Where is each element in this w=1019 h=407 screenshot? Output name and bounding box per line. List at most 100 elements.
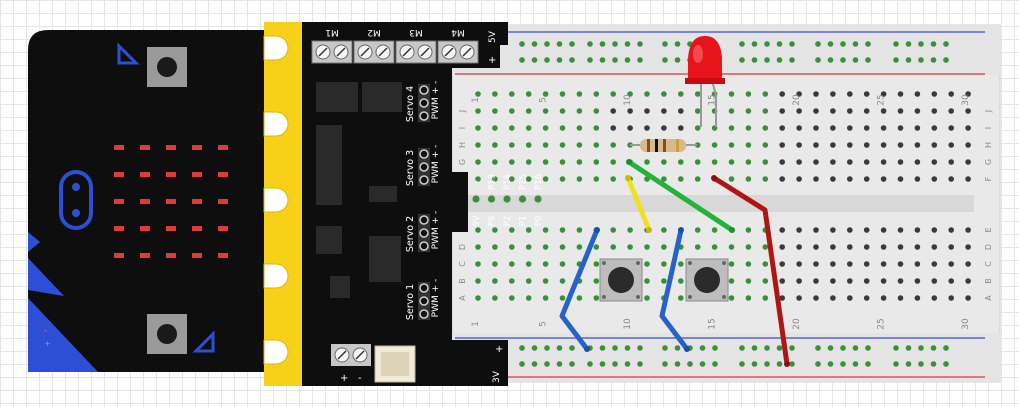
breadboard-hole[interactable]	[627, 108, 633, 114]
power-rail-hole[interactable]	[943, 361, 949, 367]
power-rail-hole[interactable]	[637, 345, 643, 351]
power-rail-hole[interactable]	[637, 57, 643, 63]
breadboard-hole[interactable]	[509, 176, 515, 182]
power-rail-hole[interactable]	[893, 41, 899, 47]
breadboard-hole[interactable]	[965, 108, 971, 114]
breadboard-hole[interactable]	[880, 159, 887, 165]
breadboard-hole[interactable]	[678, 261, 684, 267]
breadboard-hole[interactable]	[728, 159, 735, 165]
power-rail-hole[interactable]	[776, 57, 783, 63]
push-button-1[interactable]	[599, 258, 643, 302]
breadboard-hole[interactable]	[779, 261, 785, 267]
io-pin[interactable]	[518, 194, 527, 204]
red-led[interactable]	[685, 36, 725, 127]
breadboard-hole[interactable]	[492, 244, 498, 250]
breadboard-hole[interactable]	[931, 159, 938, 165]
power-rail-hole[interactable]	[519, 41, 525, 47]
power-rail-hole[interactable]	[569, 345, 575, 351]
power-rail-hole[interactable]	[531, 361, 538, 367]
breadboard-hole[interactable]	[830, 91, 836, 97]
power-rail-hole[interactable]	[699, 345, 706, 351]
breadboard-hole[interactable]	[897, 227, 904, 233]
power-rail-hole[interactable]	[764, 41, 770, 47]
power-rail-hole[interactable]	[905, 57, 912, 63]
power-rail-hole[interactable]	[827, 57, 834, 63]
breadboard-hole[interactable]	[948, 295, 954, 301]
breadboard-hole[interactable]	[661, 244, 667, 250]
breadboard-hole[interactable]	[863, 244, 870, 250]
breadboard-hole[interactable]	[492, 278, 498, 284]
breadboard-hole[interactable]	[830, 244, 836, 250]
breadboard-hole[interactable]	[948, 108, 954, 114]
breadboard-hole[interactable]	[576, 125, 583, 131]
breadboard-hole[interactable]	[559, 125, 566, 131]
breadboard-hole[interactable]	[509, 125, 515, 131]
power-rail-hole[interactable]	[751, 57, 758, 63]
breadboard-hole[interactable]	[542, 244, 549, 250]
breadboard-hole[interactable]	[593, 176, 600, 182]
breadboard-hole[interactable]	[863, 176, 870, 182]
breadboard-hole[interactable]	[542, 91, 549, 97]
breadboard-hole[interactable]	[542, 108, 549, 114]
breadboard-hole[interactable]	[796, 108, 802, 114]
power-rail-hole[interactable]	[751, 361, 758, 367]
breadboard-hole[interactable]	[897, 91, 904, 97]
breadboard-hole[interactable]	[965, 278, 971, 284]
breadboard-hole[interactable]	[525, 278, 532, 284]
breadboard-hole[interactable]	[559, 176, 566, 182]
breadboard-hole[interactable]	[593, 159, 600, 165]
breadboard-hole[interactable]	[644, 295, 650, 301]
power-rail-hole[interactable]	[599, 345, 606, 351]
power-rail-hole[interactable]	[687, 361, 693, 367]
power-rail-hole[interactable]	[905, 345, 912, 351]
power-rail-hole[interactable]	[840, 361, 846, 367]
power-rail-hole[interactable]	[556, 57, 563, 63]
breadboard-hole[interactable]	[610, 142, 616, 148]
breadboard-hole[interactable]	[475, 108, 481, 114]
breadboard-hole[interactable]	[593, 125, 600, 131]
power-rail-hole[interactable]	[612, 57, 618, 63]
breadboard-hole[interactable]	[661, 176, 667, 182]
breadboard-hole[interactable]	[610, 108, 616, 114]
power-rail-hole[interactable]	[624, 361, 631, 367]
resistor[interactable]	[630, 139, 697, 152]
breadboard-hole[interactable]	[525, 176, 532, 182]
breadboard-hole[interactable]	[678, 295, 684, 301]
breadboard-hole[interactable]	[897, 142, 904, 148]
breadboard-hole[interactable]	[796, 244, 802, 250]
breadboard-hole[interactable]	[796, 125, 802, 131]
breadboard-hole[interactable]	[509, 91, 515, 97]
power-rail-hole[interactable]	[776, 345, 783, 351]
breadboard-hole[interactable]	[627, 244, 633, 250]
breadboard-hole[interactable]	[880, 244, 887, 250]
breadboard-hole[interactable]	[576, 244, 583, 250]
breadboard-hole[interactable]	[847, 261, 853, 267]
breadboard-hole[interactable]	[745, 108, 752, 114]
breadboard-hole[interactable]	[863, 261, 870, 267]
power-rail-hole[interactable]	[674, 345, 681, 351]
breadboard-hole[interactable]	[559, 278, 566, 284]
breadboard-hole[interactable]	[542, 125, 549, 131]
power-rail-hole[interactable]	[612, 345, 618, 351]
io-pin[interactable]	[471, 194, 481, 204]
wire-blue-2[interactable]	[659, 227, 690, 352]
breadboard-hole[interactable]	[593, 91, 600, 97]
power-rail-hole[interactable]	[918, 41, 924, 47]
power-rail-hole[interactable]	[612, 361, 618, 367]
breadboard-hole[interactable]	[542, 159, 549, 165]
breadboard-hole[interactable]	[559, 142, 566, 148]
breadboard-hole[interactable]	[694, 227, 701, 233]
breadboard-hole[interactable]	[914, 108, 921, 114]
breadboard-hole[interactable]	[847, 91, 853, 97]
power-rail-hole[interactable]	[674, 361, 681, 367]
power-rail-hole[interactable]	[764, 57, 770, 63]
power-rail-hole[interactable]	[815, 41, 821, 47]
breadboard-hole[interactable]	[678, 176, 684, 182]
power-rail-hole[interactable]	[599, 41, 606, 47]
power-rail-hole[interactable]	[612, 41, 618, 47]
power-rail-hole[interactable]	[776, 41, 783, 47]
power-rail-hole[interactable]	[699, 361, 706, 367]
breadboard-hole[interactable]	[509, 295, 515, 301]
breadboard-hole[interactable]	[796, 142, 802, 148]
breadboard-hole[interactable]	[610, 91, 616, 97]
